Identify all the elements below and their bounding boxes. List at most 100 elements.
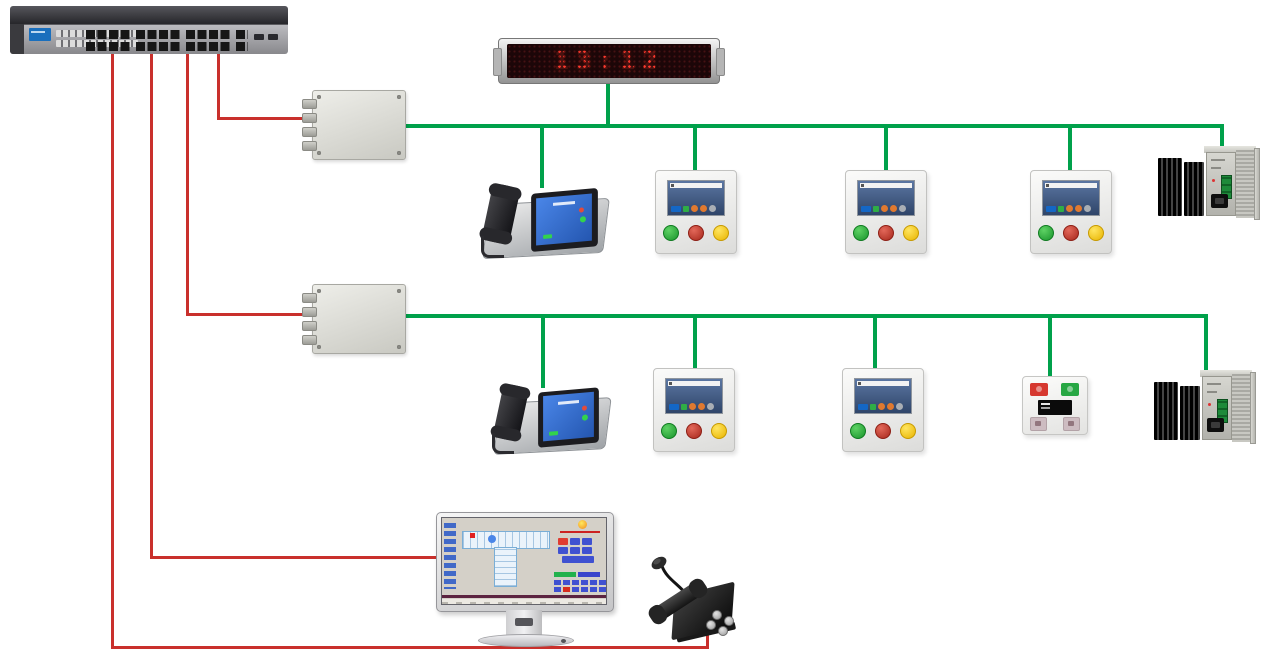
panel-display-titlebar: [860, 183, 912, 188]
bell-icon: [1075, 205, 1082, 212]
zone-label-icon: [861, 205, 871, 212]
cable-switch-to-module2-horizontal: [186, 313, 308, 316]
green-button: [663, 225, 679, 241]
amplifier-top-cover: [1204, 146, 1256, 153]
wall-control-panel-1: [655, 170, 737, 254]
zone-select-button: [724, 616, 734, 626]
panel-display: [857, 180, 915, 216]
gray-function-button: [1030, 417, 1047, 431]
power-led: [1208, 403, 1211, 406]
switch-port-group-4: [236, 30, 248, 51]
zone-label-icon: [858, 403, 868, 410]
software-wide-button: [562, 556, 594, 563]
touchscreen-ui: [535, 192, 592, 246]
software-blue-button: [558, 547, 568, 554]
zone-label-icon: [669, 403, 679, 410]
clock-bracket-left: [493, 48, 502, 76]
panel-display-titlebar: [668, 381, 720, 386]
software-logo: [578, 520, 587, 529]
panel-display-icons: [669, 403, 714, 410]
bus1-drop-panel2: [884, 124, 888, 174]
cable-gland: [302, 321, 317, 331]
intercom-phone-1: [478, 183, 610, 260]
bus2-drop-panel4: [693, 314, 697, 372]
switch-port-group-2: [136, 30, 182, 51]
cable-switch-to-paging-horizontal: [111, 646, 709, 649]
bus2-backbone: [402, 314, 1208, 318]
software-taskbar: [442, 599, 606, 604]
zone-select-button: [706, 620, 716, 630]
red-button: [875, 423, 891, 439]
software-title-text: [560, 531, 600, 533]
heatsink-fins: [1184, 162, 1204, 216]
zone-button-grid-row2: [554, 587, 606, 592]
switch-top-cover: [10, 6, 288, 24]
cable-switch-to-module1-horizontal: [217, 117, 308, 120]
power-socket: [1207, 418, 1224, 432]
panel-buttons: [654, 423, 734, 439]
status-icon: [896, 403, 903, 410]
intercom-phone-2: [490, 383, 612, 456]
wall-control-panel-5: [842, 368, 924, 452]
panel-display: [854, 378, 912, 414]
status-bar-blue: [578, 572, 600, 577]
bus1-backbone: [402, 124, 1224, 128]
panel-buttons: [1031, 225, 1111, 241]
check-icon: [1067, 386, 1073, 392]
panel-display-titlebar: [1045, 183, 1097, 188]
cable-gland: [302, 113, 317, 123]
wall-control-panel-4: [653, 368, 735, 452]
yellow-button: [711, 423, 727, 439]
cable-switch-to-module1-vertical: [217, 40, 220, 120]
red-button: [686, 423, 702, 439]
volume-icon: [681, 403, 687, 410]
screw-icon: [397, 95, 401, 99]
switch-side-bracket: [10, 24, 24, 54]
status-bar-green: [554, 572, 576, 577]
interface-module-1: [302, 90, 406, 160]
mounting-flange: [1254, 148, 1260, 220]
software-blue-button: [570, 538, 580, 545]
monitor-stand-base: [478, 634, 574, 647]
floorplan-alarm-zone: [470, 533, 475, 538]
handset-cradle: [492, 432, 515, 454]
power-amplifier-1: [1158, 142, 1260, 226]
cable-gland: [302, 335, 317, 345]
heatsink-fins: [1154, 382, 1178, 440]
amplifier-top-cover: [1200, 370, 1252, 377]
speaker-icon: [881, 205, 888, 212]
heatsink-fins: [1158, 158, 1182, 216]
software-blue-button: [582, 547, 592, 554]
switch-port-group-1: [86, 30, 132, 51]
red-call-button: [1030, 383, 1048, 396]
volume-icon: [1058, 205, 1064, 212]
bus1-drop-panel3: [1068, 124, 1072, 174]
bus1-drop-panel1: [693, 124, 697, 174]
interface-module-2: [302, 284, 406, 354]
amplifier-front-panel: [1206, 152, 1236, 216]
mounting-flange: [1250, 372, 1256, 444]
floorplan-vertical-wing: [494, 547, 517, 587]
touchscreen-ui: [543, 392, 595, 442]
clock-bracket-right: [716, 48, 725, 76]
cable-gland: [302, 293, 317, 303]
vented-side-panel: [1232, 374, 1250, 442]
panel-display: [1042, 180, 1100, 216]
speaker-icon: [691, 205, 698, 212]
bus2-drop-callpanel: [1048, 314, 1052, 378]
yellow-button: [713, 225, 729, 241]
heatsink-fins: [1180, 386, 1200, 440]
green-button: [853, 225, 869, 241]
power-amplifier-2: [1154, 366, 1256, 450]
bus1-drop-intercom1: [540, 124, 544, 188]
red-button: [878, 225, 894, 241]
cable-gland: [302, 99, 317, 109]
handset-cradle: [480, 235, 505, 258]
cable-gland: [302, 307, 317, 317]
floorplan-horizontal-wing: [462, 531, 550, 549]
panel-display-titlebar: [670, 183, 722, 188]
speaker-icon: [1066, 205, 1073, 212]
wall-control-panel-2: [845, 170, 927, 254]
gray-function-button: [1063, 417, 1080, 431]
